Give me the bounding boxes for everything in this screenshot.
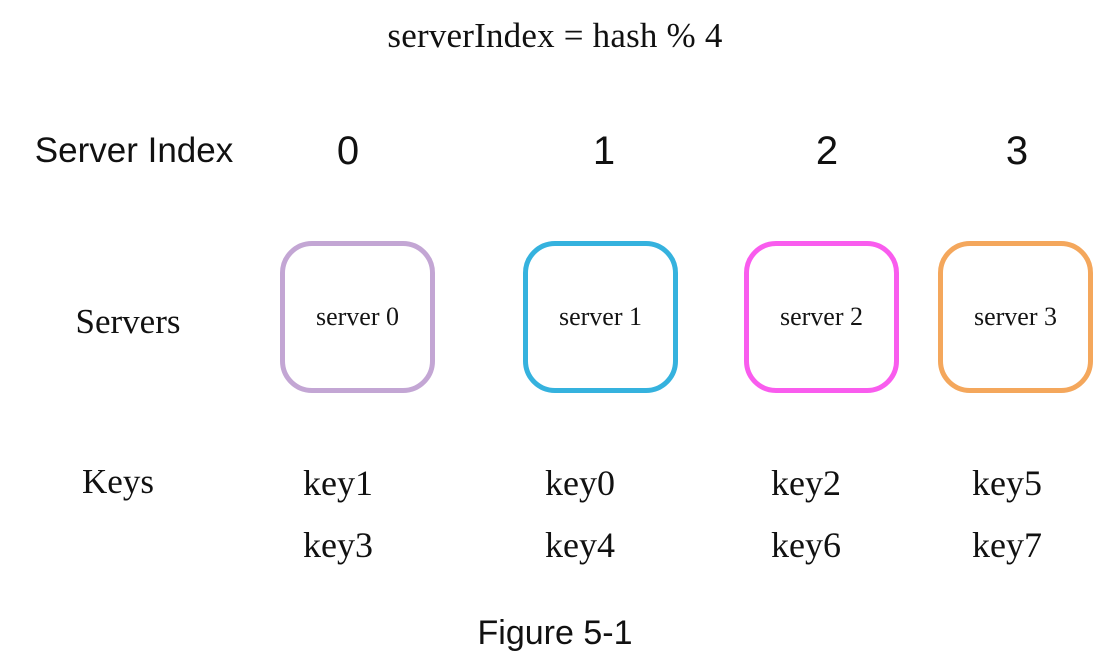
key-item: key4	[545, 525, 615, 565]
server-box-label-1: server 1	[558, 302, 642, 331]
key-item: key2	[771, 463, 841, 503]
server-index-value-0: 0	[336, 129, 360, 173]
figure-caption: Figure 5-1	[477, 614, 633, 652]
formula-title: serverIndex = hash % 4	[387, 16, 723, 55]
server-box-1[interactable]: server 1	[523, 241, 678, 393]
row-label-server-index: Server Index	[34, 131, 234, 170]
keys-column-2: key2 key6	[721, 452, 891, 576]
server-index-value-3: 3	[1005, 129, 1029, 173]
key-item: key3	[303, 525, 373, 565]
keys-column-1: key0 key4	[495, 452, 665, 576]
server-box-label-2: server 2	[779, 302, 863, 331]
keys-column-3: key5 key7	[922, 452, 1092, 576]
key-item: key6	[771, 525, 841, 565]
server-box-3[interactable]: server 3	[938, 241, 1093, 393]
row-label-servers: Servers	[75, 302, 181, 341]
row-label-keys: Keys	[82, 462, 154, 501]
server-box-label-0: server 0	[315, 302, 399, 331]
server-index-value-2: 2	[815, 129, 839, 173]
key-item: key5	[972, 463, 1042, 503]
server-box-2[interactable]: server 2	[744, 241, 899, 393]
keys-column-0: key1 key3	[253, 452, 423, 576]
server-index-value-1: 1	[592, 129, 616, 173]
server-box-0[interactable]: server 0	[280, 241, 435, 393]
server-box-label-3: server 3	[973, 302, 1057, 331]
key-item: key7	[972, 525, 1042, 565]
key-item: key0	[545, 463, 615, 503]
key-item: key1	[303, 463, 373, 503]
